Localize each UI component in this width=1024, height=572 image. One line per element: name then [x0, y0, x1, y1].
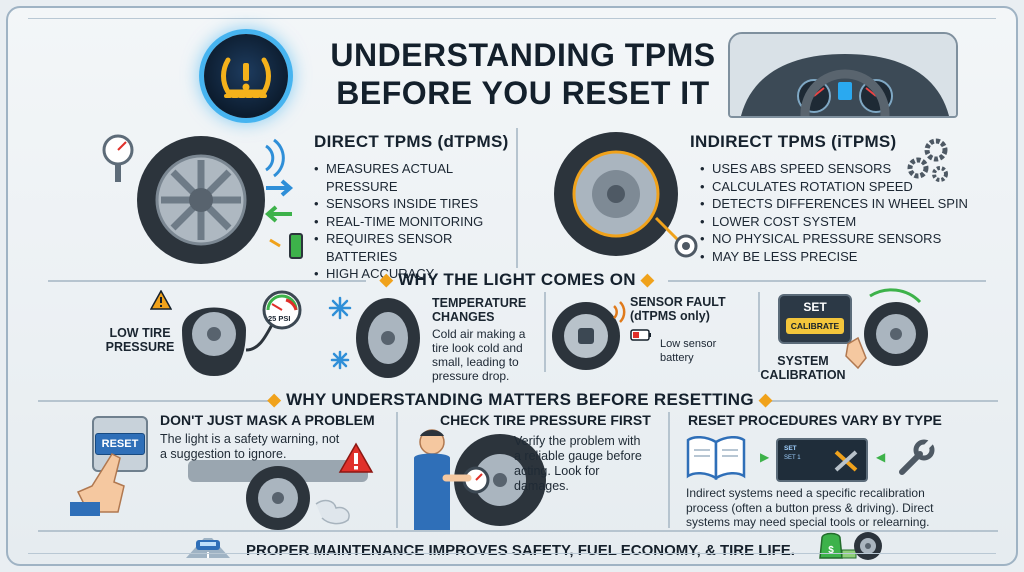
indirect-tpms-section: INDIRECT TPMS (iTPMS) USES ABS SPEED SEN…: [690, 132, 970, 265]
low-battery-note: Low sensor battery: [660, 338, 717, 364]
reset-procedures-title: RESET PROCEDURES VARY BY TYPE: [688, 412, 942, 428]
pointing-hand-icon: [70, 453, 125, 516]
list-item: SENSORS INSIDE TIRES: [314, 195, 514, 213]
alert-triangle-icon: [338, 442, 374, 473]
section-divider: [668, 412, 670, 528]
why-light-title: ◆ WHY THE LIGHT COMES ON ◆: [379, 270, 655, 289]
direct-tpms-title: DIRECT TPMS (dTPMS): [314, 132, 509, 151]
screen-set-label: SET: [784, 445, 797, 452]
check-pressure-section: CHECK TIRE PRESSURE FIRST Verify the pro…: [440, 412, 654, 494]
dashboard-icon: [728, 32, 958, 118]
temperature-title: TEMPERATURE CHANGES: [432, 296, 527, 324]
calibration-panel: SET CALIBRATE: [778, 294, 852, 344]
reset-button[interactable]: RESET: [94, 433, 146, 455]
settings-screen: SET SET 1: [776, 438, 868, 482]
calibration-label: SYSTEM CALIBRATION: [760, 354, 846, 382]
mask-problem-section: DON'T JUST MASK A PROBLEM The light is a…: [160, 412, 380, 462]
list-item: DETECTS DIFFERENCES IN WHEEL SPIN: [700, 195, 970, 213]
indirect-tpms-title: INDIRECT TPMS (iTPMS): [690, 132, 897, 151]
matters-title-text: WHY UNDERSTANDING MATTERS BEFORE RESETTI…: [286, 390, 754, 409]
footer-divider: [38, 530, 998, 532]
car-wheel-smoke-illustration: [188, 460, 368, 530]
tpms-warning-icon: [204, 34, 288, 118]
title-line-2: BEFORE YOU RESET IT: [336, 75, 710, 111]
screen-line-2: SET 1: [784, 455, 801, 461]
direct-tpms-list: MEASURES ACTUAL PRESSURE SENSORS INSIDE …: [314, 160, 514, 283]
wrench-icon: [899, 439, 935, 475]
indirect-tire-illustration: [554, 132, 698, 258]
temperature-section: TEMPERATURE CHANGES Cold air making a ti…: [432, 296, 536, 383]
sensor-fault-title: SENSOR FAULT: [630, 295, 726, 309]
arrow-left-icon: ◀: [876, 450, 886, 464]
footer-text: PROPER MAINTENANCE IMPROVES SAFETY, FUEL…: [246, 542, 795, 559]
arrow-right-icon: ▶: [760, 450, 770, 464]
calibration-set-label: SET: [803, 300, 827, 314]
list-item: MAY BE LESS PRECISE: [700, 248, 970, 266]
flat-tire-illustration: [182, 290, 302, 376]
calibration-tire-illustration: [845, 288, 928, 370]
mask-problem-title: DON'T JUST MASK A PROBLEM: [160, 412, 375, 428]
calibrate-button[interactable]: CALIBRATE: [786, 318, 844, 334]
section-divider: [516, 128, 518, 268]
matters-title: ◆ WHY UNDERSTANDING MATTERS BEFORE RESET…: [267, 390, 773, 409]
temperature-text: Cold air making a tire look cold and sma…: [432, 327, 526, 383]
mechanic-checking-tire-illustration: [414, 429, 546, 530]
cold-tire-illustration: [328, 296, 420, 378]
reset-panel: RESET: [92, 416, 148, 472]
list-item: MEASURES ACTUAL PRESSURE: [314, 160, 514, 195]
sensor-fault-sub: (dTPMS only): [630, 309, 710, 323]
why-light-title-text: WHY THE LIGHT COMES ON: [398, 270, 636, 289]
sensor-fault-section: SENSOR FAULT (dTPMS only) Low sensor bat…: [630, 295, 750, 365]
section-divider: [396, 412, 398, 528]
direct-tire-illustration: [102, 134, 303, 264]
list-item: USES ABS SPEED SENSORS: [700, 160, 970, 178]
low-pressure-label: LOW TIRE PRESSURE: [105, 326, 175, 354]
list-item: CALCULATES ROTATION SPEED: [700, 178, 970, 196]
low-battery-icon: [630, 329, 651, 341]
tools-icon: [834, 450, 858, 472]
divider-line: [38, 400, 278, 402]
list-item: HIGH ACCURACY: [314, 265, 514, 283]
direct-tpms-section: DIRECT TPMS (dTPMS) MEASURES ACTUAL PRES…: [314, 132, 514, 283]
svg-text:$: $: [828, 545, 834, 556]
reset-procedures-text: Indirect systems need a specific recalib…: [686, 486, 934, 529]
section-divider: [758, 292, 760, 372]
infographic-frame: UNDERSTANDING TPMS BEFORE YOU RESET IT: [6, 6, 1018, 566]
title-line-1: UNDERSTANDING TPMS: [330, 37, 716, 73]
page-title: UNDERSTANDING TPMS BEFORE YOU RESET IT: [308, 36, 738, 112]
divider-line: [768, 400, 998, 402]
check-pressure-text: Verify the problem with a reliable gauge…: [514, 434, 642, 493]
warning-triangle-icon: [150, 290, 172, 310]
check-pressure-title: CHECK TIRE PRESSURE FIRST: [440, 412, 651, 428]
manual-book-icon: [686, 436, 746, 480]
money-tire-icon: $: [819, 532, 882, 560]
divider-line: [668, 280, 986, 282]
indirect-tpms-list: USES ABS SPEED SENSORS CALCULATES ROTATI…: [700, 160, 970, 265]
list-item: REQUIRES SENSOR BATTERIES: [314, 230, 514, 265]
list-item: REAL-TIME MONITORING: [314, 213, 514, 231]
car-road-icon: [186, 538, 230, 558]
sensor-tire-illustration: [552, 301, 626, 370]
divider-line: [48, 280, 366, 282]
list-item: LOWER COST SYSTEM: [700, 213, 970, 231]
section-divider: [544, 292, 546, 372]
list-item: NO PHYSICAL PRESSURE SENSORS: [700, 230, 970, 248]
gauge-reading: 25 PSI: [268, 314, 291, 323]
mask-problem-text: The light is a safety warning, not a sug…: [160, 432, 340, 461]
